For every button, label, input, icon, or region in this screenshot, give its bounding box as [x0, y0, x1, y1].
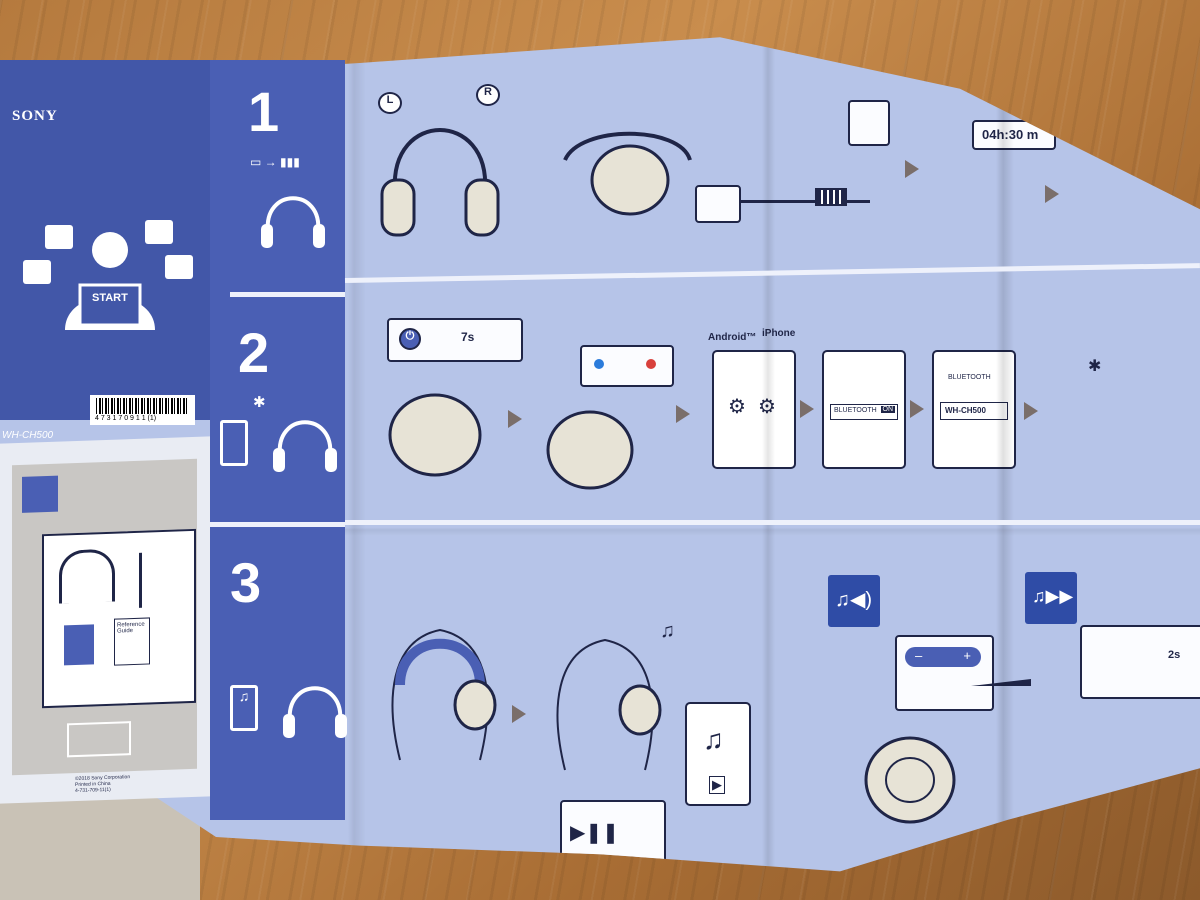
- phone-pairing-icon: [220, 420, 248, 466]
- step-number-band: 1 ▭ → ▮▮▮ 2 ✱ 3 ♫: [210, 60, 347, 820]
- play-pause-icon: ▶❚❚: [570, 822, 619, 844]
- phone-music-player: ♫ ▶: [685, 702, 751, 806]
- headphones-icon: [59, 548, 115, 604]
- step3-earcup-volume: [860, 730, 960, 830]
- head-with-headphones-icon: [556, 638, 662, 771]
- next-arrow: [512, 705, 526, 723]
- left-mark: L: [378, 92, 402, 114]
- usb-port-callout: [695, 185, 741, 223]
- phone-device-list-screen: BLUETOOTH WH-CH500: [932, 350, 1016, 469]
- step-2-number: 2: [238, 321, 270, 384]
- step2-headphone-led: [535, 395, 645, 495]
- volume-buttons-callout: – +: [895, 635, 1031, 711]
- music-volume-icon: ♫◀): [835, 589, 873, 611]
- phone-bluetooth-screen: BLUETOOTH ON: [822, 350, 906, 469]
- volume-level-icon: [911, 679, 1031, 686]
- next-arrow: [676, 405, 690, 423]
- open-box-icon: [67, 721, 131, 758]
- battery-charge-icon: ▭ → ▮▮▮: [250, 155, 300, 169]
- step-1-number: 1: [248, 80, 280, 143]
- right-mark: R: [476, 84, 500, 106]
- headphone-earcup-icon: [546, 410, 634, 490]
- sony-logo: SONY: [12, 108, 58, 124]
- red-led-icon: [646, 359, 656, 369]
- headphones-icon: [273, 420, 337, 472]
- phone-settings-screen: ⚙ ⚙: [712, 350, 796, 469]
- play-button-icon[interactable]: ▶: [709, 776, 725, 794]
- barcode-digits: 4 7 3 1 7 0 9 1 1 (1): [95, 415, 157, 422]
- bluetooth-toggle-label: BLUETOOTH: [834, 407, 877, 414]
- contents-frame: Reference Guide: [42, 528, 196, 709]
- volume-rocker[interactable]: – +: [905, 647, 981, 667]
- head-with-headphones-icon: [391, 628, 497, 761]
- device-list-item[interactable]: WH-CH500: [940, 402, 1008, 420]
- music-phone-icon: ♫: [230, 685, 258, 731]
- gear-icon: ⚙: [728, 396, 746, 418]
- headphones-icon: [563, 131, 692, 216]
- led-indicator-callout: [580, 345, 674, 387]
- music-skip-icon: ♫▶▶: [1032, 586, 1074, 606]
- android-label: Android™: [708, 332, 757, 343]
- settings-icon: ⚙: [758, 396, 776, 418]
- step1-headphones-lr: [380, 95, 500, 245]
- track-skip-section-icon: ♫▶▶: [1025, 572, 1077, 624]
- box-contents-panel: Reference Guide ©2018 Sony Corporation P…: [0, 436, 210, 804]
- skip-hold-time: 2s: [1168, 649, 1181, 661]
- next-arrow: [508, 410, 522, 428]
- step3-head-play: [545, 625, 665, 775]
- power-icon: ⏻: [399, 328, 421, 350]
- iphone-label: iPhone: [762, 328, 796, 339]
- power-button-callout: ⏻ 7s: [387, 318, 523, 362]
- step-divider-2: [210, 522, 345, 527]
- music-note-icon: ♫: [660, 620, 675, 642]
- next-arrow: [1045, 185, 1059, 203]
- barcode-bars: [96, 398, 188, 414]
- charge-time-text: 04h:30 m: [982, 127, 1039, 142]
- volume-down-button[interactable]: –: [915, 648, 923, 663]
- next-arrow: [1024, 402, 1038, 420]
- quick-start-booklet-icon: [64, 624, 94, 666]
- skip-buttons-callout: 2s: [1080, 625, 1200, 699]
- model-code: WH-CH500: [2, 430, 54, 441]
- usb-cable: [740, 200, 870, 203]
- box-contents-inner: Reference Guide: [12, 458, 197, 776]
- next-arrow: [910, 400, 924, 418]
- battery-full-icon: [815, 188, 847, 206]
- music-note-icon: ♫: [703, 724, 724, 755]
- reader-illustration-icon: [23, 220, 193, 330]
- cable-icon: [139, 552, 142, 608]
- headphone-earcup-icon: [388, 393, 482, 477]
- usb-ac-adapter: [848, 100, 890, 146]
- reference-guide-booklet: Reference Guide: [114, 617, 150, 666]
- barcode: 4 7 3 1 7 0 9 1 1 (1): [90, 395, 195, 425]
- bluetooth-toggle-state[interactable]: ON: [880, 406, 895, 413]
- bluetooth-icon: ✱: [1088, 358, 1102, 375]
- person-icon: [22, 475, 58, 513]
- step-divider-1: [230, 292, 345, 297]
- power-hold-time: 7s: [461, 330, 475, 344]
- row-divider-2: [345, 520, 1200, 525]
- headphones-icon: [283, 686, 347, 738]
- volume-up-button[interactable]: +: [963, 648, 971, 663]
- step2-headphone-ear: [380, 380, 490, 490]
- bluetooth-screen-title: BLUETOOTH: [948, 374, 991, 381]
- start-label: START: [92, 292, 128, 304]
- headphones-icon: [380, 128, 500, 237]
- headphones-icon: [261, 196, 325, 248]
- device-name: WH-CH500: [945, 406, 986, 415]
- copyright-text: ©2018 Sony Corporation Printed in China …: [75, 774, 131, 795]
- reference-guide-label: Reference Guide: [117, 621, 145, 635]
- step3-head-wearing: [380, 610, 500, 770]
- cover-panel: SONY START 4 7 3 1 7 0 9 1 1 (1) WH-CH50…: [0, 60, 210, 441]
- bluetooth-icon: ✱: [253, 394, 266, 411]
- step-3-number: 3: [230, 551, 262, 614]
- volume-section-icon: ♫◀): [828, 575, 880, 627]
- blue-led-icon: [594, 359, 604, 369]
- next-arrow: [800, 400, 814, 418]
- bluetooth-toggle-row[interactable]: BLUETOOTH ON: [830, 404, 898, 420]
- next-arrow: [905, 160, 919, 178]
- headphone-earcup-icon: [864, 736, 956, 824]
- step1-charging-headphones: [560, 120, 700, 220]
